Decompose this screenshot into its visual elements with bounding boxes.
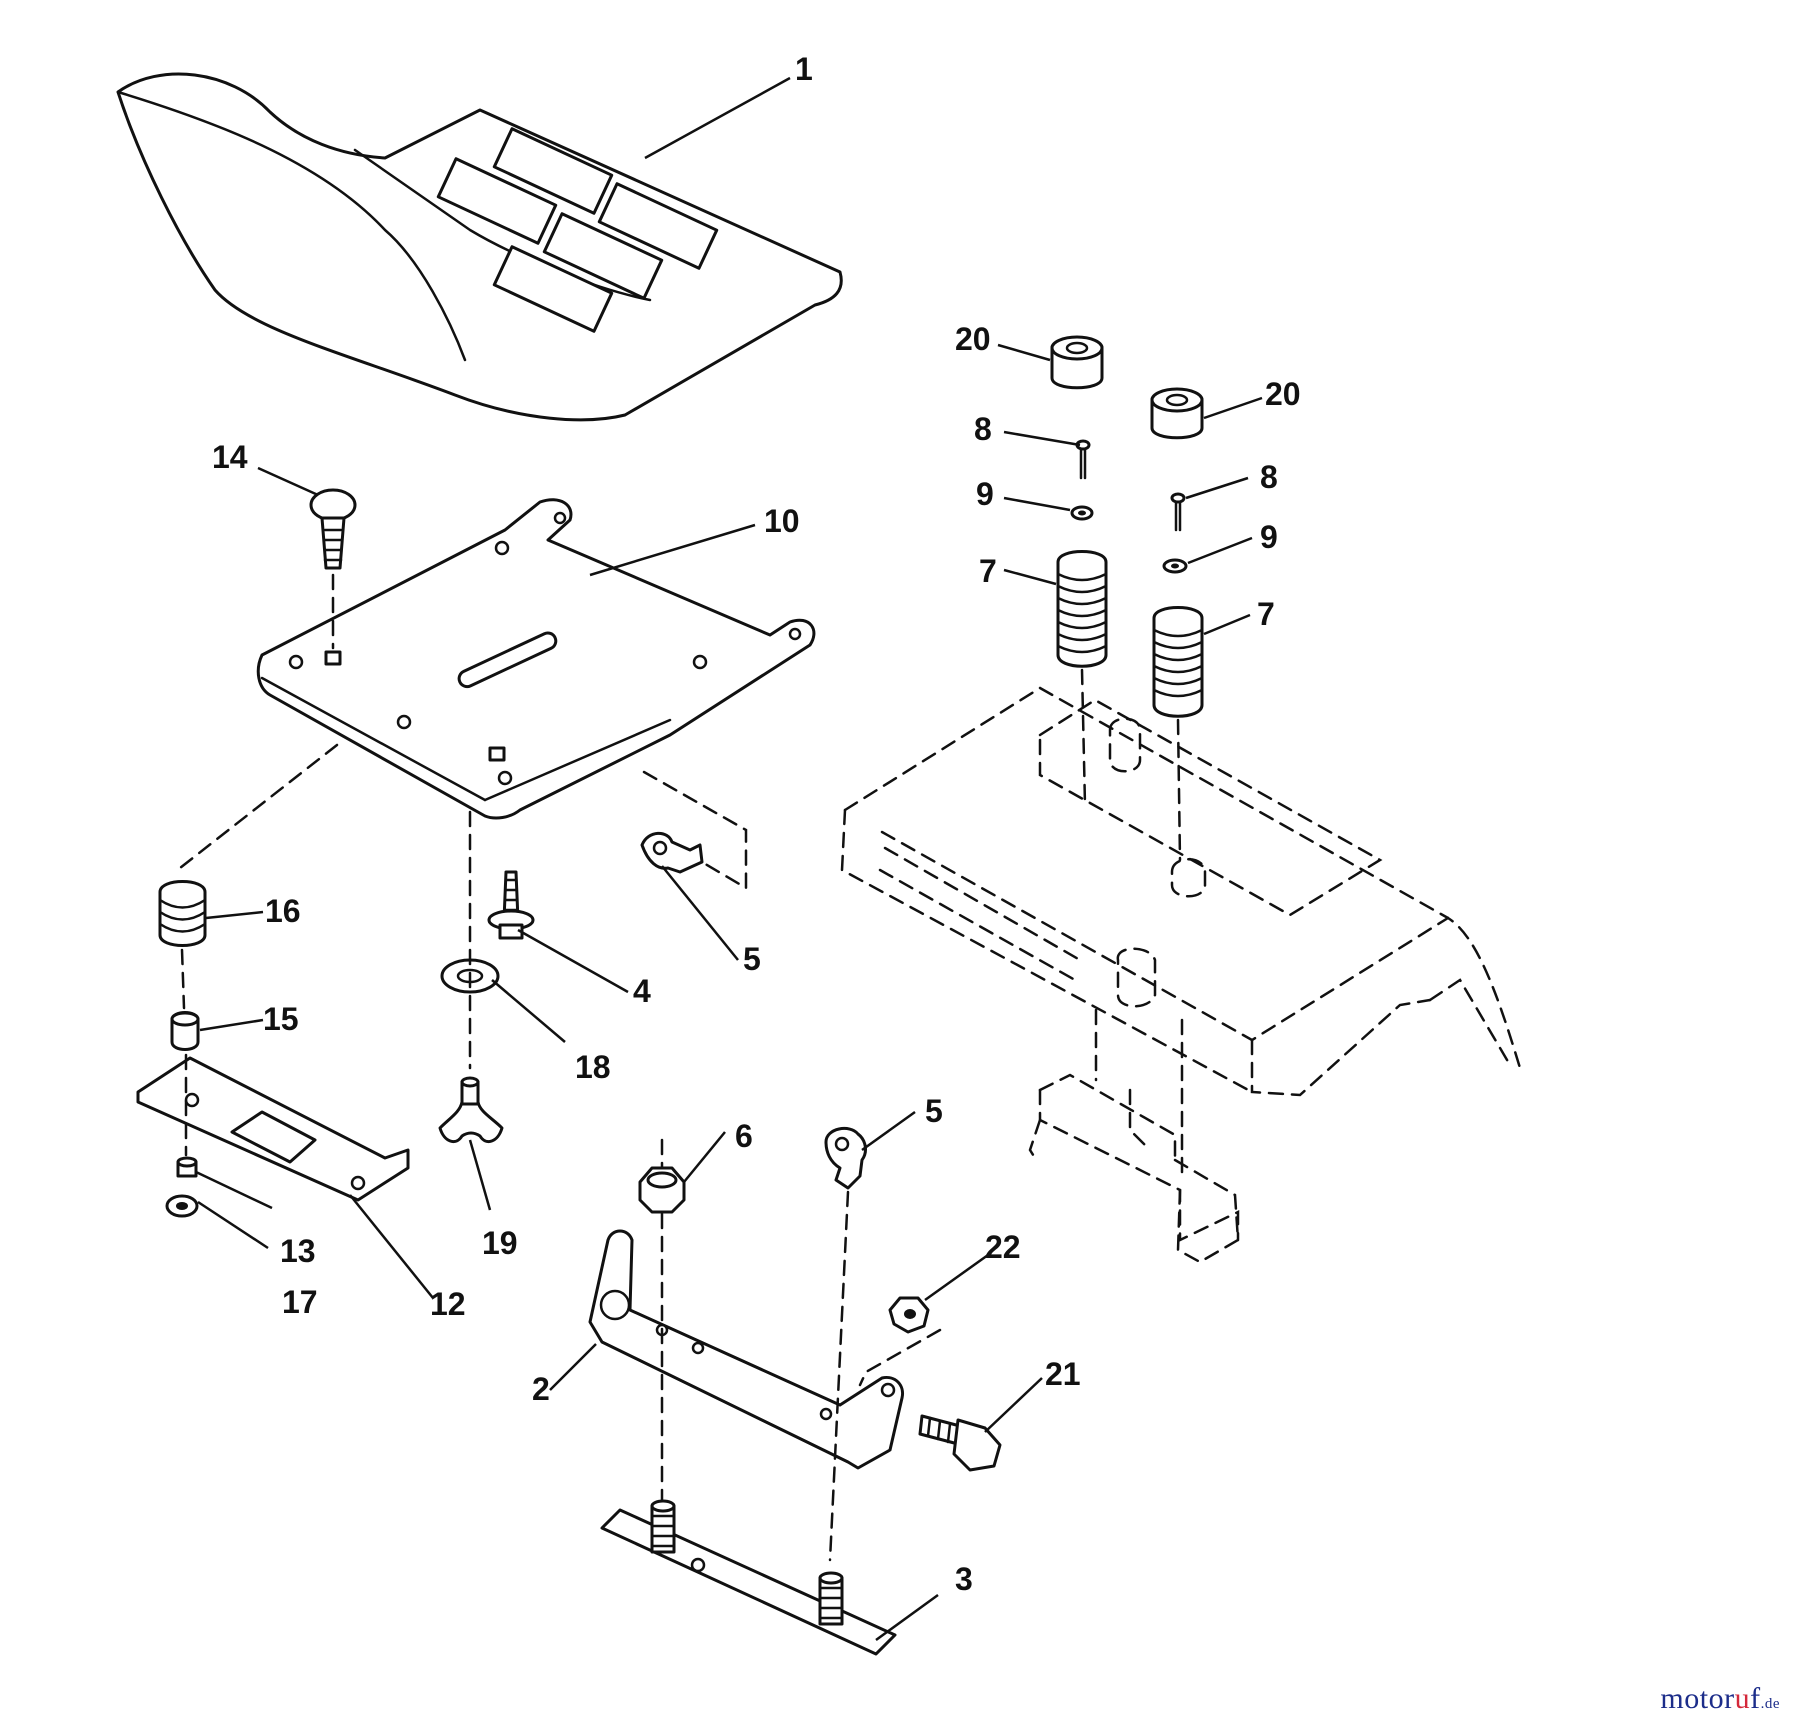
- seat-part: [116, 72, 843, 422]
- callout-6: 6: [735, 1118, 753, 1154]
- callout-15: 15: [263, 1001, 299, 1037]
- watermark-accent: u: [1734, 1682, 1751, 1715]
- callout-18: 18: [575, 1049, 611, 1085]
- knob-19-part: [438, 1076, 504, 1144]
- watermark-main: motor: [1660, 1682, 1735, 1715]
- callout-21: 21: [1045, 1356, 1081, 1392]
- callout-20-right: 20: [1265, 376, 1301, 412]
- watermark-logo: motoruf.de: [1660, 1682, 1780, 1716]
- carriage-bolt-part: [309, 488, 357, 570]
- pin-8-left-part: [1075, 439, 1091, 480]
- callout-10: 10: [764, 503, 800, 539]
- callout-13: 13: [280, 1233, 316, 1269]
- callout-8-left: 8: [974, 411, 992, 447]
- watermark-tld: .de: [1760, 1696, 1780, 1712]
- frame-phantom-part: [840, 686, 1522, 1264]
- plate-3-part: [600, 1499, 897, 1656]
- clip-5-lower-part: [824, 1126, 867, 1190]
- spring-16-part: [158, 880, 207, 947]
- assembly-lines: [178, 573, 1182, 1562]
- nut-13-part: [176, 1156, 198, 1178]
- callout-5-lower: 5: [925, 1093, 943, 1129]
- watermark-end: f: [1750, 1682, 1761, 1715]
- leader-lines: [195, 76, 1263, 1642]
- bumper-20-right-part: [1150, 387, 1204, 440]
- washer-9-left-part: [1070, 505, 1094, 521]
- callout-8-right: 8: [1260, 459, 1278, 495]
- callout-5-upper: 5: [743, 941, 761, 977]
- callout-2: 2: [532, 1371, 550, 1407]
- callout-9-left: 9: [976, 476, 994, 512]
- callout-16: 16: [265, 893, 301, 929]
- washer-17-part: [165, 1194, 199, 1218]
- plate-12-part: [136, 1056, 410, 1202]
- spacer-15-part: [170, 1011, 200, 1051]
- nut-22-part: [888, 1296, 930, 1334]
- spring-7-left-part: [1056, 550, 1108, 668]
- callout-9-right: 9: [1260, 519, 1278, 555]
- callout-1: 1: [795, 51, 813, 87]
- callout-12: 12: [430, 1286, 466, 1322]
- callout-17: 17: [282, 1284, 318, 1320]
- pin-8-right-part: [1170, 492, 1186, 532]
- callout-19: 19: [482, 1225, 518, 1261]
- nut-6-part: [638, 1166, 686, 1214]
- callout-20-left: 20: [955, 321, 991, 357]
- callout-labels: 1 2 3 4 5 5 6 7 7 8 8 9 9 10 12 13 14 15…: [212, 51, 1301, 1597]
- callout-14: 14: [212, 439, 248, 475]
- bracket-2-part: [588, 1229, 905, 1470]
- seat-pan-part: [256, 498, 816, 820]
- clip-5-upper-part: [640, 831, 704, 874]
- callout-22: 22: [985, 1229, 1021, 1265]
- spring-7-right-part: [1152, 606, 1204, 718]
- bolt-21-part: [918, 1414, 1002, 1472]
- bumper-20-left-part: [1050, 335, 1104, 390]
- callout-7-right: 7: [1257, 596, 1275, 632]
- bolt-4-part: [487, 870, 535, 940]
- washer-9-right-part: [1162, 558, 1188, 574]
- callout-4: 4: [633, 973, 651, 1009]
- callout-3: 3: [955, 1561, 973, 1597]
- callout-7-left: 7: [979, 553, 997, 589]
